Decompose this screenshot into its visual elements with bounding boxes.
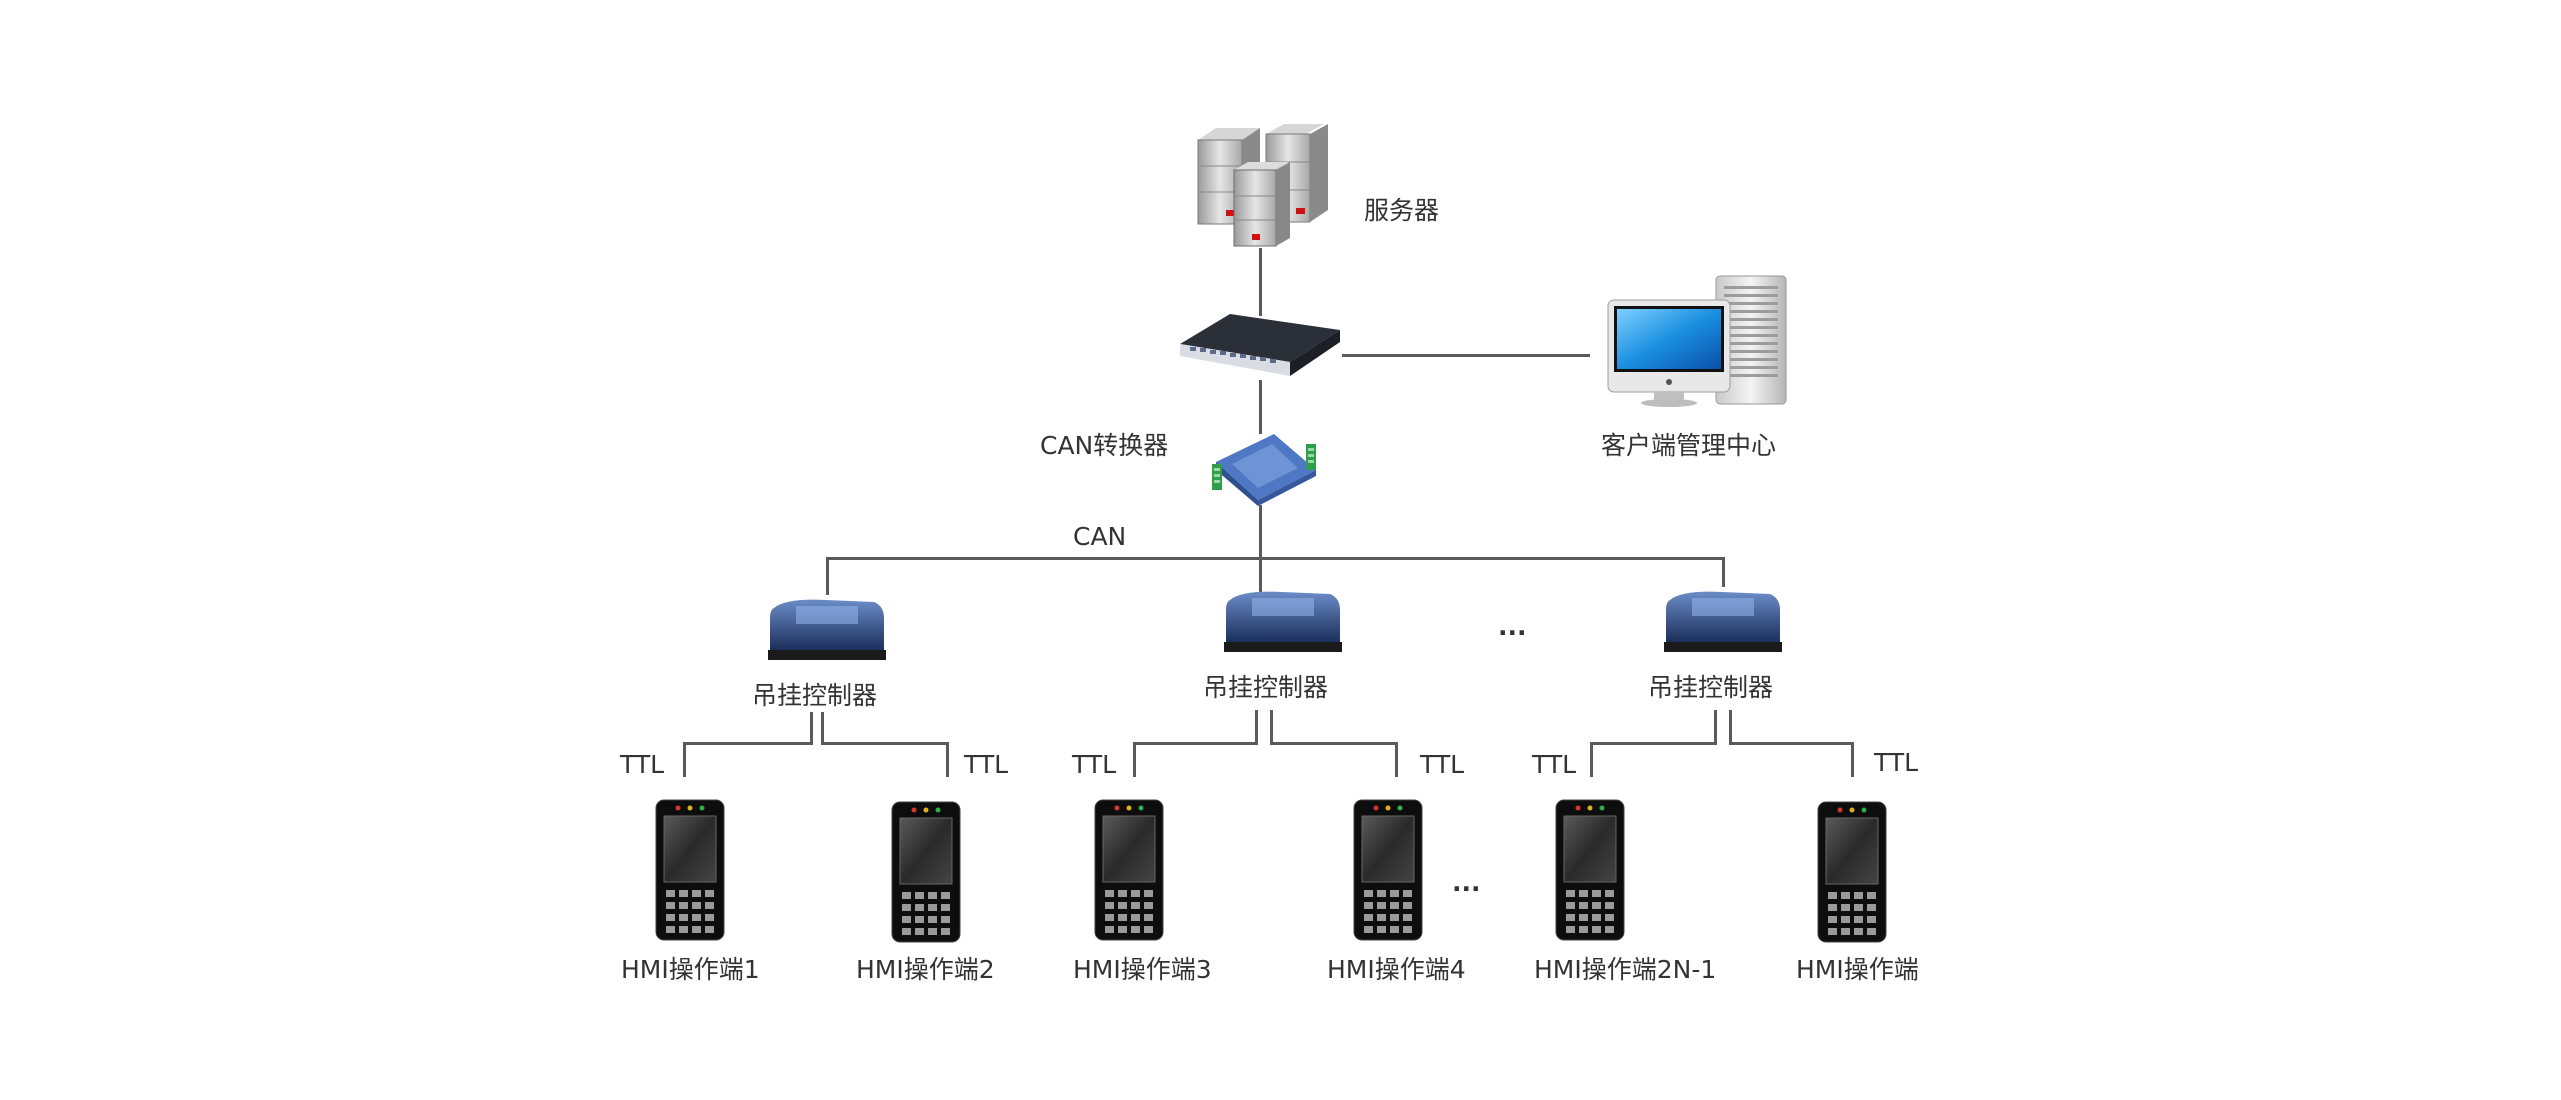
- ttl-branch-3a: [1590, 742, 1717, 745]
- hanging-controller-icon: [1224, 591, 1342, 652]
- can-converter-label: CAN转换器: [1040, 431, 1169, 460]
- ttl-branch-2b: [1270, 710, 1273, 744]
- can-converter-module-icon: [1212, 434, 1316, 506]
- ttl-label: TTL: [964, 750, 1009, 779]
- hmi-label-2n-1: HMI操作端2N-1: [1534, 955, 1717, 984]
- hanging-controller-icon: [1664, 591, 1782, 652]
- ttl-branch-2b: [1395, 742, 1398, 777]
- bus-drop-controller-1: [826, 557, 829, 595]
- server-label: 服务器: [1364, 196, 1440, 225]
- server-rack-icon: [1197, 124, 1328, 247]
- controller-label-2: 吊挂控制器: [1203, 673, 1329, 702]
- ttl-label: TTL: [1874, 748, 1919, 777]
- controller-label-3: 吊挂控制器: [1648, 673, 1774, 702]
- hmi-terminal-icon: [1817, 801, 1887, 943]
- hmi-label-2n: HMI操作端: [1796, 955, 1919, 984]
- ttl-branch-3b: [1729, 742, 1854, 745]
- ttl-branch-3b: [1851, 742, 1854, 777]
- hmi-label-3: HMI操作端3: [1073, 955, 1212, 984]
- ellipsis-terminals: ...: [1452, 868, 1481, 897]
- hanging-controller-icon: [768, 599, 886, 660]
- ttl-branch-2a: [1133, 742, 1258, 745]
- hmi-terminal-icon: [1555, 799, 1625, 941]
- hmi-label-2: HMI操作端2: [856, 955, 995, 984]
- ttl-branch-3a: [1714, 710, 1717, 744]
- hmi-terminal-icon: [1094, 799, 1164, 941]
- hmi-terminal-icon: [1353, 799, 1423, 941]
- ttl-branch-1b: [946, 742, 949, 777]
- ellipsis-controllers: ...: [1498, 612, 1527, 641]
- ttl-label: TTL: [1072, 750, 1117, 779]
- converter-to-bus-line: [1259, 505, 1262, 598]
- hmi-terminal-icon: [655, 799, 725, 941]
- ttl-branch-1b: [821, 712, 824, 744]
- hmi-terminal-icon: [891, 801, 961, 943]
- ttl-label: TTL: [1420, 750, 1465, 779]
- ttl-label: TTL: [1532, 750, 1577, 779]
- ttl-branch-1b: [821, 742, 949, 745]
- switch-to-client-line: [1342, 354, 1590, 357]
- can-bus-line: [826, 557, 1725, 560]
- hmi-label-4: HMI操作端4: [1327, 955, 1466, 984]
- ttl-branch-2a: [1255, 710, 1258, 744]
- server-to-switch-line: [1259, 248, 1262, 316]
- bus-drop-controller-3: [1722, 557, 1725, 587]
- hmi-label-1: HMI操作端1: [621, 955, 760, 984]
- controller-label-1: 吊挂控制器: [752, 681, 878, 710]
- ttl-branch-1a: [810, 712, 813, 744]
- ttl-branch-3a: [1590, 742, 1593, 777]
- desktop-computer-icon: [1607, 275, 1787, 407]
- ttl-branch-2a: [1133, 742, 1136, 777]
- ttl-branch-1a: [683, 742, 686, 777]
- network-switch-icon: [1180, 314, 1340, 376]
- ttl-branch-1a: [683, 742, 813, 745]
- ttl-branch-2b: [1270, 742, 1398, 745]
- switch-to-converter-line: [1259, 380, 1262, 434]
- ttl-label: TTL: [620, 750, 665, 779]
- ttl-branch-3b: [1729, 710, 1732, 744]
- client-center-label: 客户端管理中心: [1601, 431, 1777, 460]
- can-bus-label: CAN: [1073, 522, 1127, 551]
